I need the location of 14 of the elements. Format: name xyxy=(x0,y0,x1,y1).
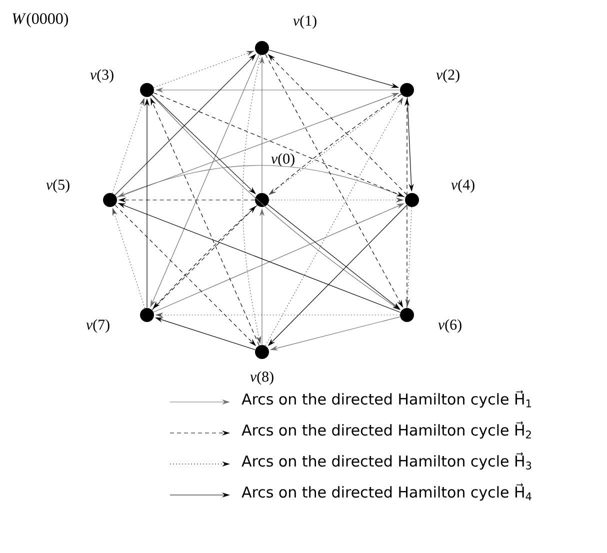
legend-text: Arcs on the directed Hamilton cycle H⃗$_{1}$ xyxy=(242,390,531,408)
vertex-label: v(2) xyxy=(436,69,460,83)
legend-text: Arcs on the directed Hamilton cycle H⃗$_{3}$ xyxy=(242,452,532,470)
legend-text: Arcs on the directed Hamilton cycle H⃗$_{2}$ xyxy=(242,421,531,439)
vertex-label: v(1) xyxy=(293,15,316,29)
legend-text: Arcs on the directed Hamilton cycle H⃗$_{4}$ xyxy=(242,483,532,501)
vertex-label: v(8) xyxy=(250,371,274,385)
vertex-label: v(0) xyxy=(271,153,294,167)
vertex-label: v(4) xyxy=(451,179,474,193)
title: W(0000) xyxy=(12,12,68,28)
vertex-label: v(7) xyxy=(86,319,110,333)
vertex-label: v(3) xyxy=(90,69,114,83)
vertex-label: v(5) xyxy=(46,179,70,193)
vertex-label: v(6) xyxy=(438,319,462,333)
